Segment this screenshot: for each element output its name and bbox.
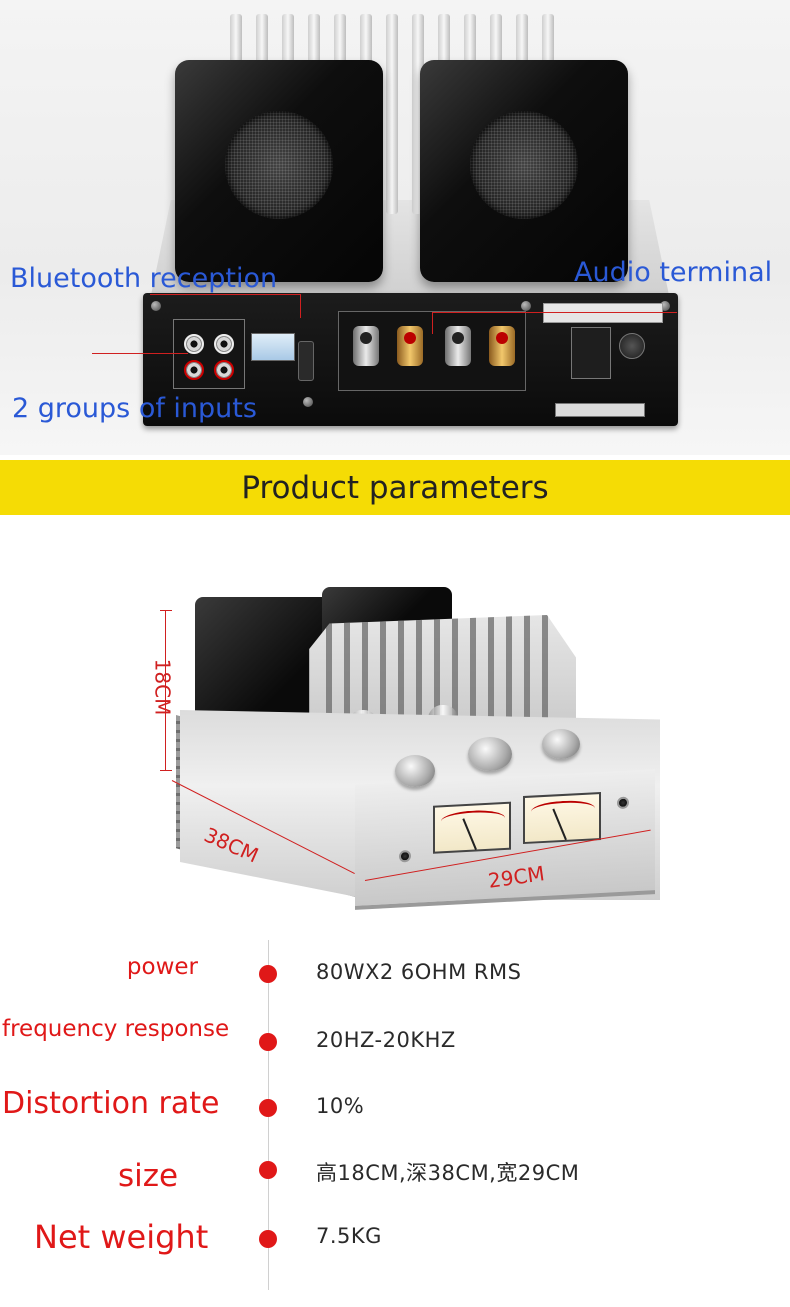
vu-meter-left: [433, 801, 511, 854]
rca-jack: [184, 360, 204, 380]
front-dimension-photo: 18CM 38CM 29CM: [0, 515, 790, 930]
section-title: Product parameters: [241, 470, 549, 506]
spec-list: power 80WX2 6OHM RMS frequency response …: [0, 930, 790, 1307]
spec-label: frequency response: [2, 1016, 230, 1042]
input-select-button: [617, 796, 629, 810]
back-panel: [143, 293, 678, 426]
bluetooth-pointer-line: [150, 294, 300, 295]
spec-value: 7.5KG: [316, 1224, 382, 1248]
audio-terminal-callout: Audio terminal: [574, 257, 773, 288]
spec-row-weight: Net weight 7.5KG: [0, 1214, 790, 1264]
model-tag: [555, 403, 645, 417]
binding-post: [353, 326, 379, 366]
bluetooth-pointer-line: [300, 294, 301, 318]
spec-dot: [259, 1161, 277, 1179]
spec-dot: [259, 1033, 277, 1051]
rear-panel-photo: Bluetooth reception Audio terminal 2 gro…: [0, 0, 790, 455]
audio-terminal-pointer-line: [432, 312, 433, 334]
fuse-holder: [619, 333, 645, 359]
power-button: [399, 849, 411, 863]
binding-post: [397, 326, 423, 366]
spec-row-distortion: Distortion rate 10%: [0, 1082, 790, 1132]
transformer-grille: [225, 111, 333, 219]
inputs-callout: 2 groups of inputs: [12, 393, 257, 424]
bluetooth-antenna-jack: [298, 341, 314, 381]
height-dimension-label: 18CM: [150, 658, 175, 716]
spec-label: power: [126, 954, 198, 980]
spec-value: 10%: [316, 1094, 365, 1118]
warning-label: [543, 303, 663, 323]
spec-label: Distortion rate: [2, 1086, 220, 1121]
rca-jack: [214, 360, 234, 380]
height-dimension-line: [165, 610, 166, 770]
height-dimension-tick: [160, 770, 172, 771]
transformer-grille: [470, 111, 578, 219]
rca-jack: [184, 334, 204, 354]
inputs-pointer-line: [92, 353, 188, 354]
binding-post: [445, 326, 471, 366]
spec-dot: [259, 1099, 277, 1117]
brand-sticker: [251, 333, 295, 361]
section-band: Product parameters: [0, 460, 790, 515]
balance-knob: [468, 737, 512, 771]
rca-jack: [214, 334, 234, 354]
transformer-right: [420, 60, 628, 282]
screw: [660, 301, 670, 311]
rca-input-block: [173, 319, 245, 389]
spec-dot: [259, 965, 277, 983]
volume-knob: [395, 755, 435, 787]
screw: [521, 301, 531, 311]
vu-meter-right: [523, 791, 601, 845]
spec-row-power: power 80WX2 6OHM RMS: [0, 950, 790, 1000]
height-dimension-tick: [160, 610, 172, 611]
treble-knob: [542, 729, 580, 759]
screw: [303, 397, 313, 407]
spec-label: size: [118, 1158, 179, 1194]
spec-value: 高18CM,深38CM,宽29CM: [316, 1161, 580, 1185]
ac-input-socket: [571, 327, 611, 379]
screw: [151, 301, 161, 311]
spec-value: 20HZ-20KHZ: [316, 1028, 456, 1052]
spec-value: 80WX2 6OHM RMS: [316, 960, 522, 984]
binding-post: [489, 326, 515, 366]
spec-row-frequency: frequency response 20HZ-20KHZ: [0, 1016, 790, 1066]
bluetooth-callout: Bluetooth reception: [10, 263, 278, 294]
spec-label: Net weight: [34, 1218, 209, 1256]
spec-dot: [259, 1230, 277, 1248]
audio-terminal-pointer-line: [432, 312, 677, 313]
transformer-left: [175, 60, 383, 282]
spec-row-size: size 高18CM,深38CM,宽29CM: [0, 1148, 790, 1198]
